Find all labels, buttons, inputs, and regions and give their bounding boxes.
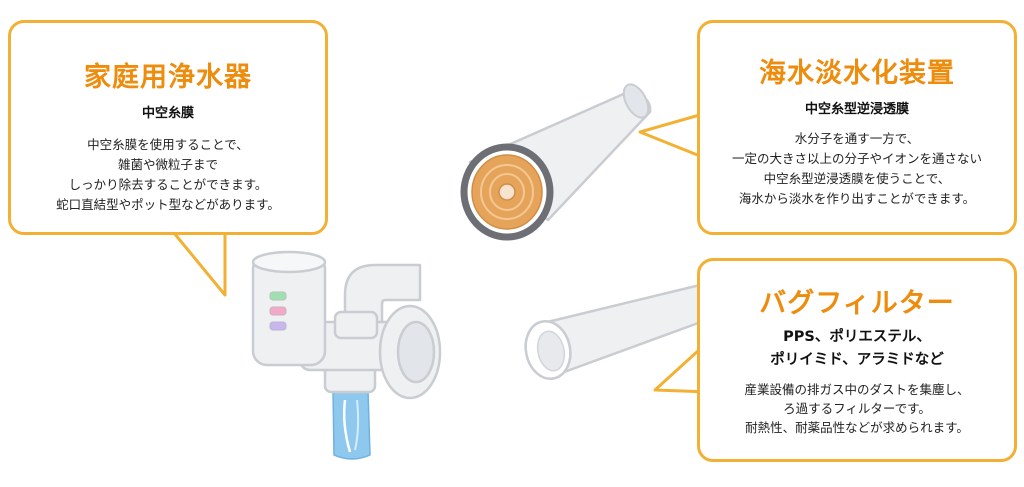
water-stream	[332, 389, 371, 460]
indicator-purple	[269, 321, 287, 331]
bag-card-line: ろ過するフィルターです。	[783, 401, 931, 416]
sea-card-subtitle: 中空糸型逆浸透膜	[804, 102, 909, 117]
home-card-line: 中空糸膜を使用することで、	[87, 137, 249, 152]
home-card-line: 蛇口直結型やポット型などがあります。	[56, 197, 280, 212]
bag-card-title: バグフィルター	[759, 288, 955, 319]
sea-card-line: 水分子を通す一方で、	[794, 131, 920, 146]
sea-card-line: 一定の大きさ以上の分子やイオンを通さない	[731, 151, 982, 166]
home-water-purifier-card: 家庭用浄水器 中空糸膜 中空糸膜を使用することで、 雑菌や微粒子まで しっかり除…	[8, 20, 328, 235]
sea-card-line: 中空糸型逆浸透膜を使うことで、	[763, 171, 951, 186]
home-card-line: しっかり除去することができます。	[68, 177, 268, 192]
faucet-water-purifier-icon	[251, 250, 442, 460]
seawater-desalination-card: 海水淡水化装置 中空糸型逆浸透膜 水分子を通す一方で、 一定の大きさ以上の分子や…	[697, 20, 1017, 235]
indicator-green	[269, 291, 287, 301]
home-card-description: 中空糸膜を使用することで、 雑菌や微粒子まで しっかり除去することができます。 …	[11, 135, 325, 215]
bag-card-subtitle: PPS、ポリエステル、 ポリイミド、アラミドなど	[700, 326, 1014, 372]
membrane-module-icon	[460, 83, 652, 241]
bag-card-description: 産業設備の排ガス中のダストを集塵し、 ろ過するフィルターです。 耐熱性、耐薬品性…	[700, 380, 1014, 437]
home-card-subtitle: 中空糸膜	[141, 106, 194, 121]
bag-card-subtitle-line: ポリイミド、アラミドなど	[770, 352, 944, 368]
bag-card-line: 耐熱性、耐薬品性などが求められます。	[745, 420, 969, 435]
bag-card-subtitle-line: PPS、ポリエステル、	[783, 329, 931, 345]
home-card-title: 家庭用浄水器	[84, 62, 252, 93]
indicator-pink	[269, 306, 287, 316]
sea-card-line: 海水から淡水を作り出すことができます。	[738, 191, 976, 206]
bag-filter-card: バグフィルター PPS、ポリエステル、 ポリイミド、アラミドなど 産業設備の排ガ…	[697, 258, 1017, 462]
sea-card-description: 水分子を通す一方で、 一定の大きさ以上の分子やイオンを通さない 中空糸型逆浸透膜…	[700, 129, 1014, 209]
home-card-line: 雑菌や微粒子まで	[117, 157, 218, 172]
bag-card-line: 産業設備の排ガス中のダストを集塵し、	[744, 382, 970, 397]
sea-card-title: 海水淡水化装置	[759, 58, 955, 89]
